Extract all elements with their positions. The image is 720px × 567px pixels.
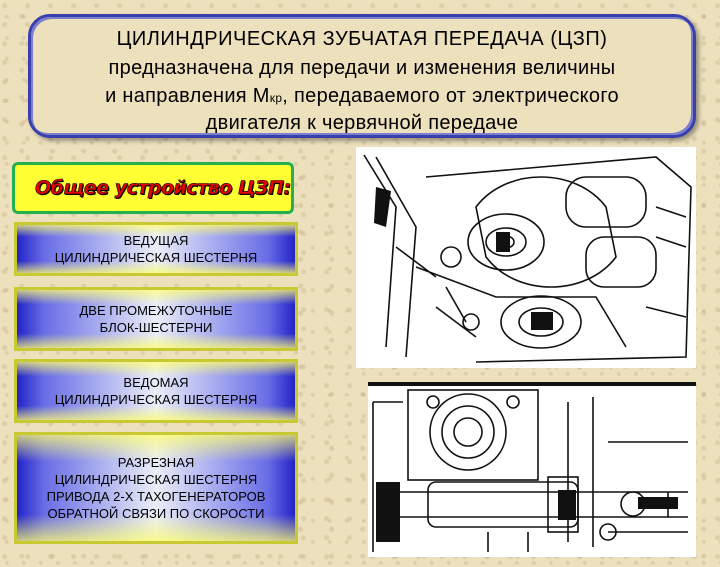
header-line-1: предназначена для передачи и изменения в… <box>108 57 616 79</box>
header-title: ЦИЛИНДРИЧЕСКАЯ ЗУБЧАТАЯ ПЕРЕДАЧА (ЦЗП) <box>116 28 608 50</box>
structure-title: Общее устройство ЦЗП: <box>35 177 292 200</box>
header-line-2-a: и направления М <box>105 85 270 107</box>
component-item-driving-gear: ВЕДУЩАЯ ЦИЛИНДРИЧЕСКАЯ ШЕСТЕРНЯ <box>14 222 298 276</box>
header-line-2-b: , передаваемого от электрического <box>282 85 619 107</box>
component-item-driven-gear: ВЕДОМАЯ ЦИЛИНДРИЧЕСКАЯ ШЕСТЕРНЯ <box>14 359 298 423</box>
header-line-2-subscript: кр <box>269 91 283 105</box>
header-line-2: и направления Мкр, передаваемого от элек… <box>31 85 693 108</box>
component-item-split-gear: РАЗРЕЗНАЯ ЦИЛИНДРИЧЕСКАЯ ШЕСТЕРНЯ ПРИВОД… <box>14 432 298 544</box>
gear-section-drawing <box>368 382 696 557</box>
component-item-intermediate-gears: ДВЕ ПРОМЕЖУТОЧНЫЕ БЛОК-ШЕСТЕРНИ <box>14 287 298 351</box>
gear-assembly-drawing <box>356 147 696 368</box>
component-label: РАЗРЕЗНАЯ ЦИЛИНДРИЧЕСКАЯ ШЕСТЕРНЯ ПРИВОД… <box>17 435 295 541</box>
component-label: ВЕДОМАЯ ЦИЛИНДРИЧЕСКАЯ ШЕСТЕРНЯ <box>17 362 295 420</box>
gear-assembly-sketch <box>363 154 692 363</box>
structure-title-box: Общее устройство ЦЗП: <box>12 162 294 214</box>
component-label: ДВЕ ПРОМЕЖУТОЧНЫЕ БЛОК-ШЕСТЕРНИ <box>17 290 295 348</box>
header-line-3: двигателя к червячной передаче <box>205 112 519 134</box>
header-panel: ЦИЛИНДРИЧЕСКАЯ ЗУБЧАТАЯ ПЕРЕДАЧА (ЦЗП) п… <box>28 14 696 138</box>
component-label: ВЕДУЩАЯ ЦИЛИНДРИЧЕСКАЯ ШЕСТЕРНЯ <box>17 225 295 273</box>
gear-section-sketch <box>368 382 696 552</box>
